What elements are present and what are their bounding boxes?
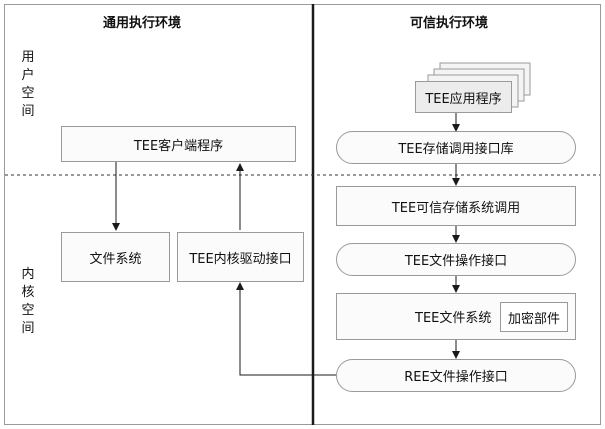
box-tee-kernel-driver: TEE内核驱动接口 xyxy=(177,232,304,282)
header-general-env: 通用执行环境 xyxy=(103,16,182,31)
box-tee-storage-api: TEE存储调用接口库 xyxy=(336,131,576,164)
box-ree-file-op: REE文件操作接口 xyxy=(336,359,576,392)
box-encryption: 加密部件 xyxy=(500,302,568,332)
header-trusted-env: 可信执行环境 xyxy=(410,16,489,31)
tee-fs-label: TEE文件系统 xyxy=(415,311,492,326)
box-tee-trusted-syscall: TEE可信存储系统调用 xyxy=(336,186,576,226)
box-tee-file-system: TEE文件系统 xyxy=(336,293,576,340)
box-tee-file-op: TEE文件操作接口 xyxy=(336,243,576,276)
box-tee-client: TEE客户端程序 xyxy=(61,126,296,162)
box-file-system: 文件系统 xyxy=(61,232,170,282)
box-tee-app: TEE应用程序 xyxy=(415,81,512,113)
outer-frame xyxy=(4,4,601,425)
label-kernel-space: 内 核 空 间 xyxy=(21,267,35,336)
label-user-space: 用 户 空 间 xyxy=(21,50,35,119)
arrow-ree-to-driver xyxy=(236,282,336,376)
